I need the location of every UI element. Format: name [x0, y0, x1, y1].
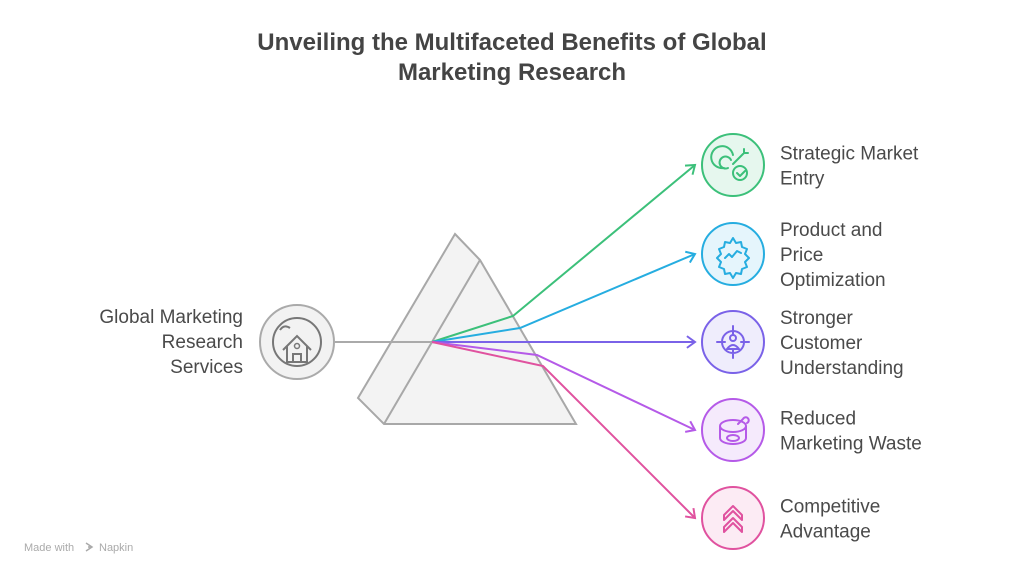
arrowhead-1: [684, 163, 697, 175]
beam-4: [431, 341, 696, 431]
beam-2: [431, 253, 696, 343]
source-label-3: Services: [170, 357, 243, 378]
arrowhead-2: [685, 250, 697, 264]
tin-can-icon: [701, 398, 765, 462]
output-label-3-2: Customer: [780, 333, 863, 354]
gear-chart-icon: [701, 222, 765, 286]
beam-5: [431, 341, 696, 519]
source-label-1: Global Marketing: [99, 307, 243, 328]
output-label-4-2: Marketing Waste: [780, 434, 922, 455]
output-label-2-1: Product and: [780, 220, 882, 241]
target-check-icon: [701, 133, 765, 197]
title-line-1: Unveiling the Multifaceted Benefits of G…: [257, 29, 766, 56]
output-label-1-1: Strategic Market: [780, 144, 919, 165]
globe-house-icon: [259, 304, 335, 380]
napkin-logo-icon: [85, 542, 94, 552]
chevrons-up-icon: [701, 486, 765, 550]
napkin-watermark: Made with Napkin: [24, 542, 133, 554]
output-label-5-1: Competitive: [780, 497, 880, 518]
beam-1: [431, 164, 696, 343]
footer-made-with: Made with: [24, 542, 74, 554]
arrowhead-3: [686, 335, 697, 349]
output-label-1-2: Entry: [780, 169, 825, 190]
title-line-2: Marketing Research: [398, 59, 626, 86]
output-label-3-3: Understanding: [780, 358, 904, 379]
output-label-2-2: Price: [780, 245, 823, 266]
source-label-2: Research: [162, 332, 243, 353]
prism: [356, 232, 578, 425]
output-label-2-3: Optimization: [780, 270, 886, 291]
footer-brand: Napkin: [99, 542, 133, 554]
arrowhead-4: [684, 420, 697, 433]
crosshair-user-icon: [701, 310, 765, 374]
output-label-4-1: Reduced: [780, 409, 856, 430]
output-label-5-2: Advantage: [780, 522, 871, 543]
arrowhead-5: [684, 507, 697, 520]
output-label-3-1: Stronger: [780, 308, 854, 329]
